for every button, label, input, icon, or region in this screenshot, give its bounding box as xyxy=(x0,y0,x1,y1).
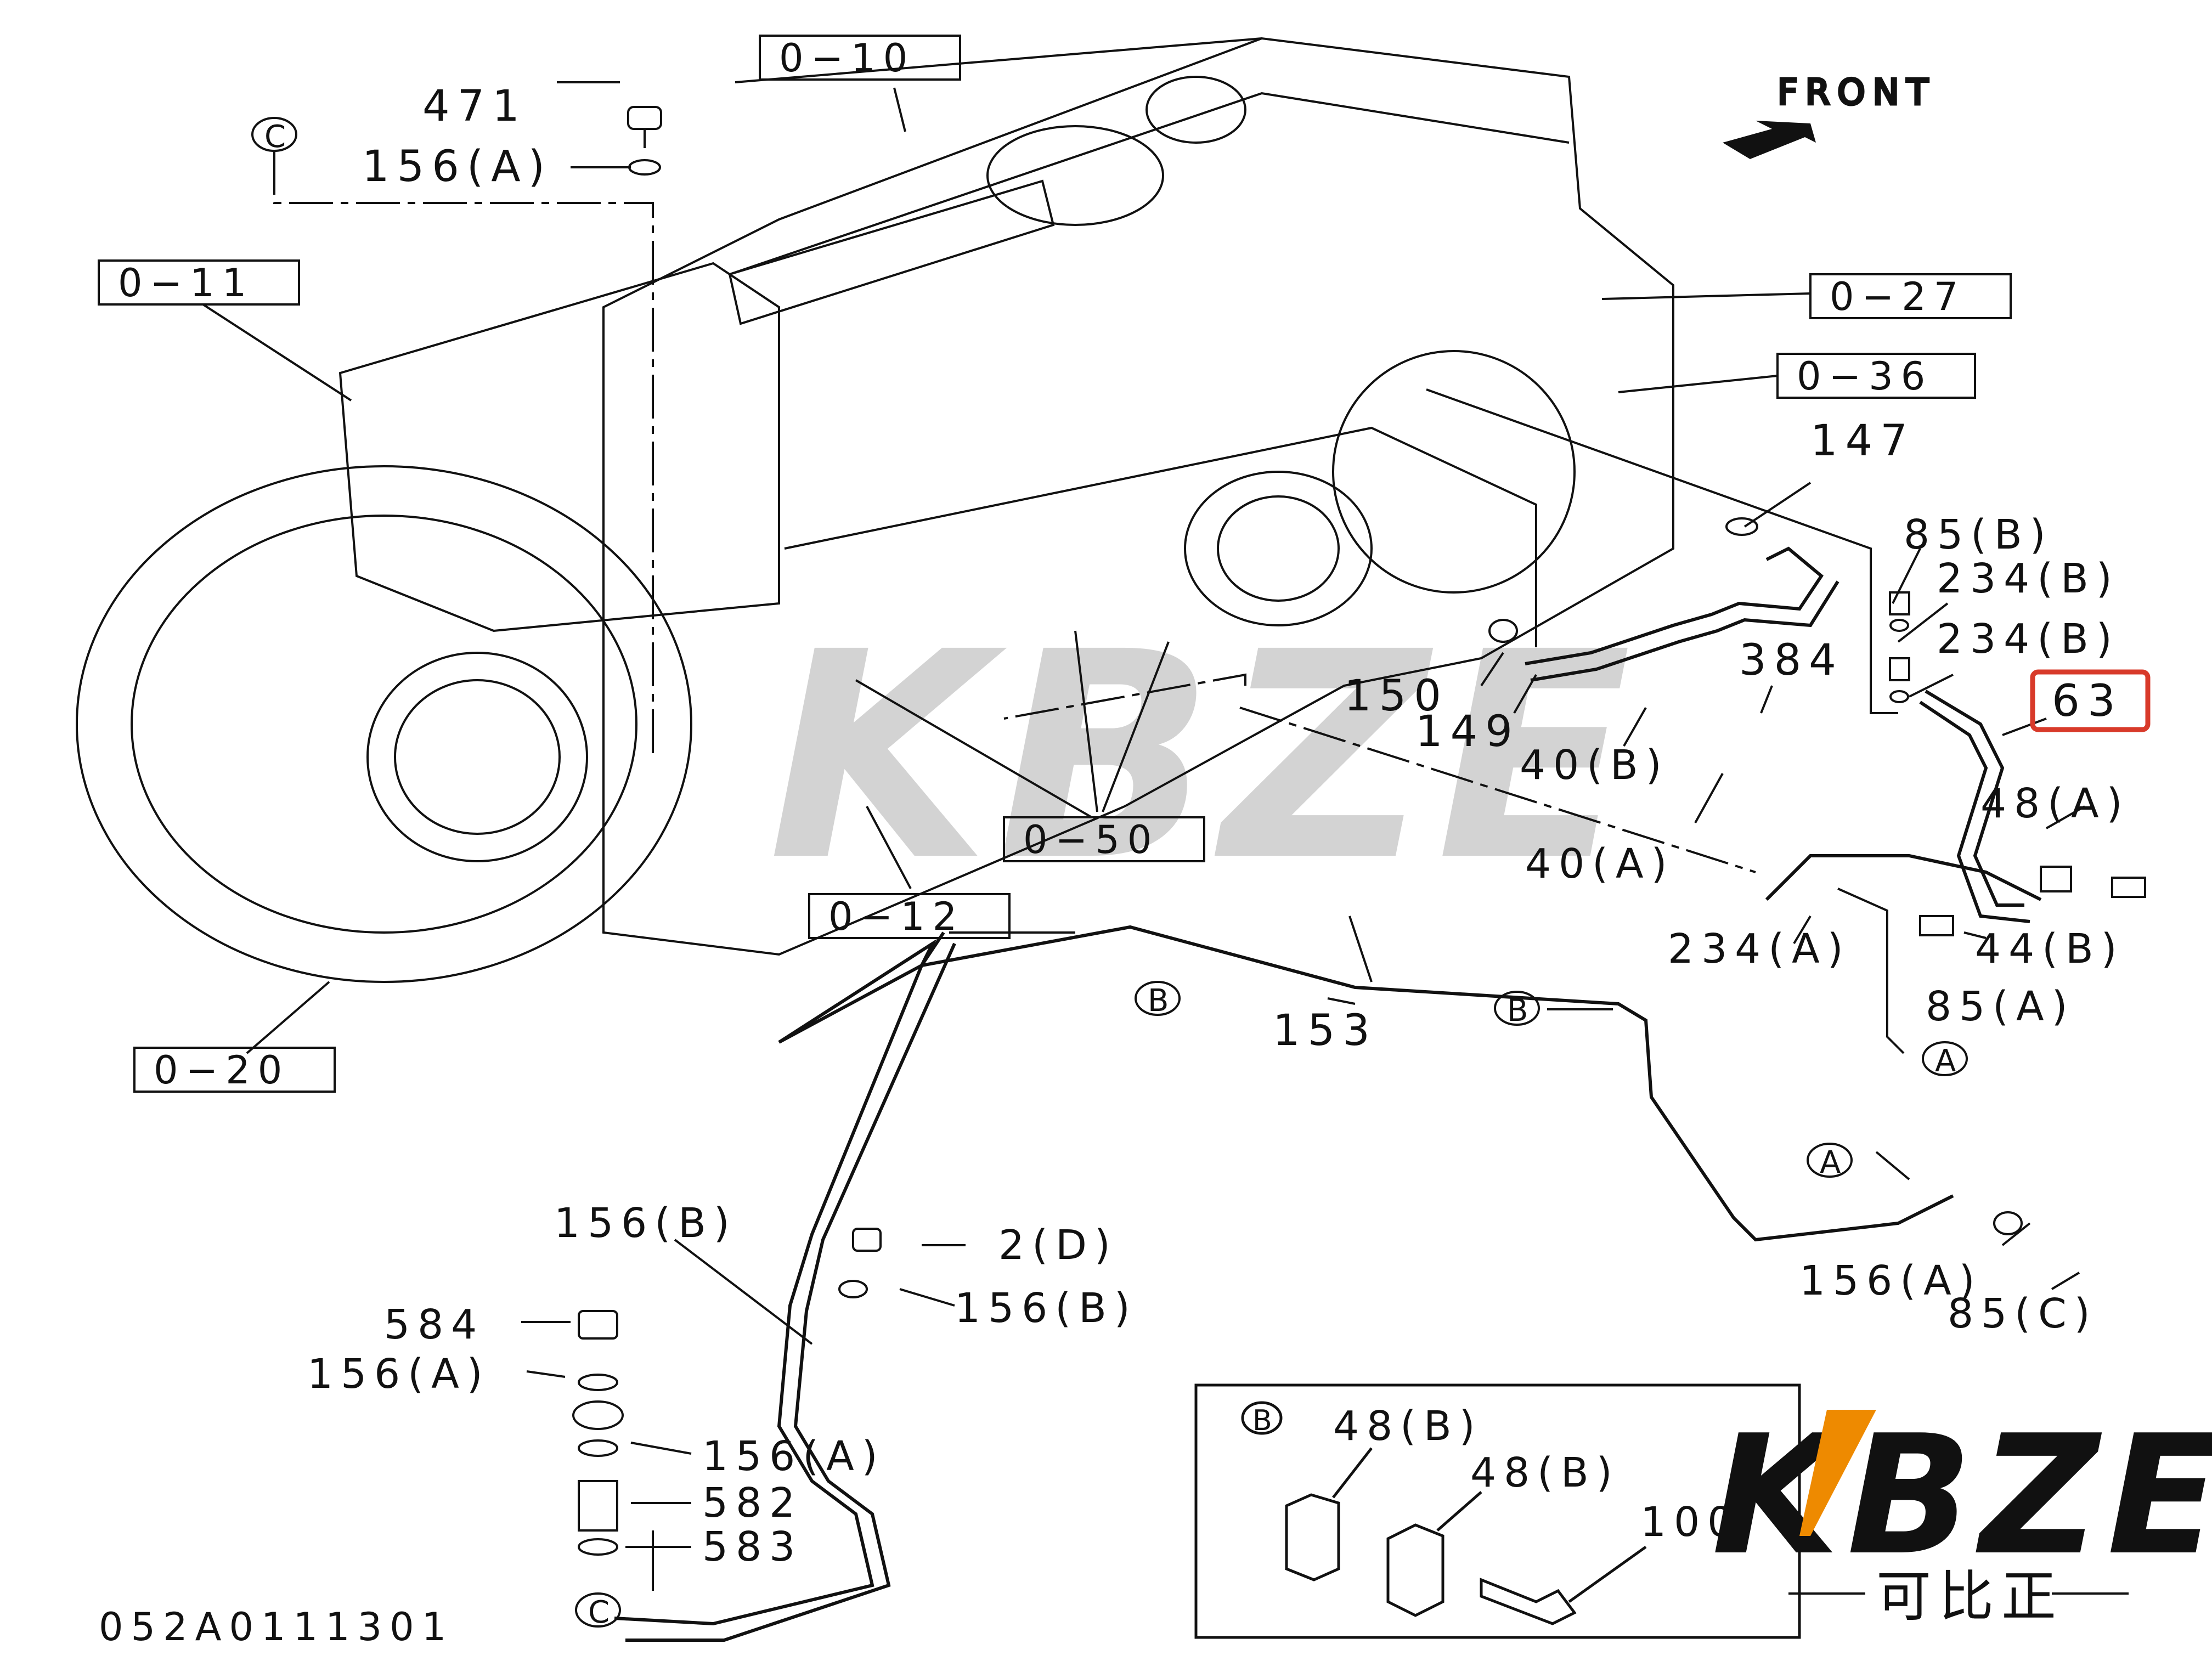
reference-boxes: 0−10 0−11 0−27 0−36 0−50 0−12 0−20 xyxy=(98,35,2012,1093)
drawing-number: 052A0111301 xyxy=(99,1604,454,1649)
part-label-48a[interactable]: 48(A) xyxy=(1980,780,2130,827)
callout-c-bottom[interactable]: C xyxy=(575,1592,621,1630)
highlight-box-63 xyxy=(2030,669,2151,732)
part-label-63[interactable]: 63 xyxy=(2052,675,2123,726)
part-label-147[interactable]: 147 xyxy=(1810,416,1915,466)
brand-logo-text: KBZE xyxy=(1712,1400,2212,1591)
part-label-234b-1[interactable]: 234(B) xyxy=(1937,555,2120,602)
part-label-471[interactable]: 471 xyxy=(422,82,527,131)
watermark-center: KBZE xyxy=(768,591,1639,923)
part-label-100[interactable]: 100 xyxy=(1640,1499,1741,1546)
brand-subtitle: 可比正 xyxy=(1876,1564,2064,1629)
front-direction-indicator: FRONT xyxy=(1723,71,1936,159)
svg-text:A: A xyxy=(1935,1043,1963,1079)
ref-label-0-12[interactable]: 0−12 xyxy=(828,894,964,939)
part-label-85c[interactable]: 85(C) xyxy=(1948,1290,2098,1337)
part-label-48b-1[interactable]: 48(B) xyxy=(1333,1403,1483,1450)
part-label-156a-l2[interactable]: 156(A) xyxy=(702,1433,885,1480)
ref-label-0-36[interactable]: 0−36 xyxy=(1797,354,1933,399)
callout-a-1[interactable]: A xyxy=(1922,1041,1968,1079)
part-label-48b-2[interactable]: 48(B) xyxy=(1470,1449,1620,1496)
part-label-2d[interactable]: 2(D) xyxy=(998,1222,1118,1269)
part-label-40b[interactable]: 40(B) xyxy=(1520,742,1669,789)
part-label-583[interactable]: 583 xyxy=(702,1523,803,1570)
callout-a-2[interactable]: A xyxy=(1807,1143,1853,1180)
bolt-100 xyxy=(1480,1578,1577,1625)
part-label-150[interactable]: 150 xyxy=(1344,671,1449,721)
part-label-156b-mid[interactable]: 156(B) xyxy=(955,1285,1138,1332)
callouts: C C A A B B xyxy=(251,117,1968,1630)
svg-text:B: B xyxy=(1148,983,1176,1019)
ref-label-0-20[interactable]: 0−20 xyxy=(154,1048,290,1093)
ref-box-0-10 xyxy=(759,35,961,81)
svg-text:KBZE: KBZE xyxy=(768,591,1639,923)
part-label-149[interactable]: 149 xyxy=(1415,707,1520,756)
clamp-48b-2 xyxy=(1386,1523,1444,1617)
svg-text:A: A xyxy=(1820,1145,1848,1180)
part-label-156b-left[interactable]: 156(B) xyxy=(554,1200,737,1247)
oil-pipe-153 xyxy=(614,925,1954,1642)
front-label: FRONT xyxy=(1778,72,1936,113)
ref-box-0-27 xyxy=(1809,273,2012,319)
svg-text:C: C xyxy=(588,1595,617,1630)
svg-text:B: B xyxy=(1252,1404,1280,1437)
part-label-156a-top[interactable]: 156(A) xyxy=(362,142,552,191)
clamp-48b-1 xyxy=(1285,1493,1340,1581)
oil-pipe-63 xyxy=(1765,690,2042,923)
part-label-156a-right[interactable]: 156(A) xyxy=(1799,1257,1983,1304)
part-label-234b-2[interactable]: 234(B) xyxy=(1937,615,2120,663)
ref-box-0-11 xyxy=(98,259,300,306)
svg-text:B: B xyxy=(1507,993,1536,1029)
part-label-85b[interactable]: 85(B) xyxy=(1904,511,2053,558)
svg-text:C: C xyxy=(264,119,294,155)
ref-box-0-12 xyxy=(808,893,1011,939)
part-labels: 471 156(A) 147 85(B) 234(B) 234(B) 63 38… xyxy=(99,82,2130,1649)
part-label-156a-l1[interactable]: 156(A) xyxy=(307,1351,490,1398)
callout-b-2[interactable]: B xyxy=(1494,991,1540,1029)
oil-pipe-149 xyxy=(1525,546,1839,682)
front-arrow-icon xyxy=(1723,121,1816,159)
engine-block-illustration xyxy=(76,37,1674,983)
part-label-384[interactable]: 384 xyxy=(1739,636,1844,685)
part-label-153[interactable]: 153 xyxy=(1273,1006,1378,1055)
part-label-582[interactable]: 582 xyxy=(702,1479,803,1527)
ref-box-0-36 xyxy=(1776,353,1976,399)
brand-logo: KBZE 可比正 xyxy=(1712,1400,2212,1629)
part-label-44b[interactable]: 44(B) xyxy=(1975,925,2125,973)
callout-c-top[interactable]: C xyxy=(251,117,297,155)
ref-label-0-11[interactable]: 0−11 xyxy=(118,261,254,306)
small-parts xyxy=(572,106,2146,1556)
leader-lines xyxy=(202,81,2085,1591)
part-label-40a[interactable]: 40(A) xyxy=(1525,840,1675,888)
ref-label-0-10[interactable]: 0−10 xyxy=(779,36,915,81)
callout-b-inset[interactable]: B xyxy=(1241,1401,1283,1437)
inset-detail-b: B xyxy=(1194,1383,1801,1639)
ref-label-0-50[interactable]: 0−50 xyxy=(1023,817,1159,862)
part-label-85a[interactable]: 85(A) xyxy=(1926,983,2075,1030)
ref-box-0-20 xyxy=(133,1047,336,1093)
ref-box-0-50 xyxy=(1003,816,1205,862)
part-label-584[interactable]: 584 xyxy=(384,1301,484,1348)
part-label-234a[interactable]: 234(A) xyxy=(1668,925,1851,973)
callout-b-1[interactable]: B xyxy=(1135,981,1181,1019)
ref-label-0-27[interactable]: 0−27 xyxy=(1830,274,1966,319)
brand-accent-slash xyxy=(1799,1410,1876,1536)
